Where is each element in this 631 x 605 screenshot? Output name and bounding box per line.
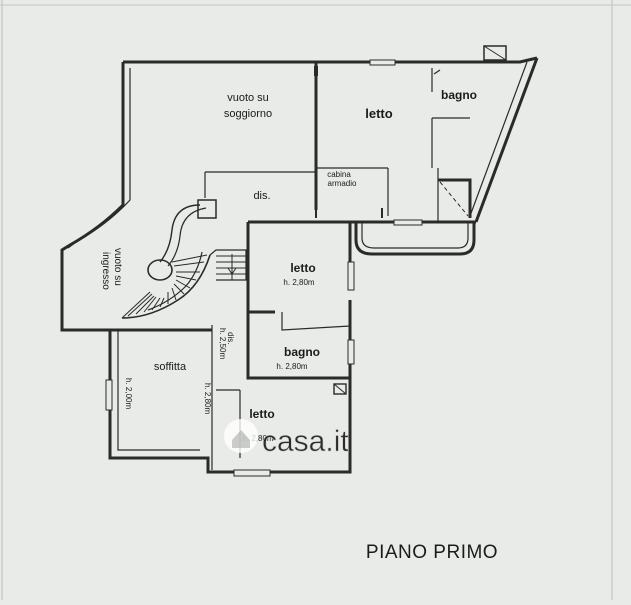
label-cabina-2: armadio [328,179,357,188]
label-letto-3: letto [249,407,274,421]
house-logo-icon [224,419,258,453]
label-dis-2-height: h. 2,50m [218,328,227,359]
label-bagno-1: bagno [441,88,477,102]
outer-walls [60,45,539,477]
label-bagno-2: bagno [284,345,320,359]
shaft-box [333,383,347,395]
label-vuoto-soggiorno-2: soggiorno [224,108,272,120]
room-labels: vuoto su soggiorno letto bagno cabina ar… [100,88,477,443]
plan-title: PIANO PRIMO [366,542,498,563]
window-top [369,59,396,66]
label-cabina-1: cabina [327,170,351,179]
interior-walls [120,62,472,470]
label-letto-1: letto [365,106,393,121]
wall-cabina [316,167,389,216]
wall-bagno2 [246,310,350,380]
watermark-text: casa.it [262,425,349,458]
label-vuoto-ingresso-1: vuoto su [112,248,123,286]
chimney-box [483,45,507,61]
label-bagno-2-height: h. 2,80m [276,362,307,371]
watermark: casa.it [224,419,350,458]
wall-bagno [431,68,470,222]
window-bottom [233,469,271,477]
wall-top [123,56,538,64]
spiral-staircase [121,199,247,319]
wall-left [60,62,125,332]
label-soffitta-height-right: h. 2,80m [203,383,212,414]
label-soffitta-height-left: h. 2,00m [124,378,133,409]
label-dis-2: dis. [226,332,235,344]
label-vuoto-soggiorno-1: vuoto su [227,92,269,104]
bay-window [354,222,476,256]
label-soffitta: soffitta [154,361,187,373]
wall-right-slant [474,57,539,223]
wall-lower [108,330,352,474]
label-dis-1: dis. [253,190,270,202]
label-letto-3-height: h. 2,80m [242,434,273,443]
label-letto-2: letto [290,261,315,275]
label-vuoto-ingresso-2: ingresso [100,252,111,290]
label-letto-2-height: h. 2,80m [283,278,314,287]
